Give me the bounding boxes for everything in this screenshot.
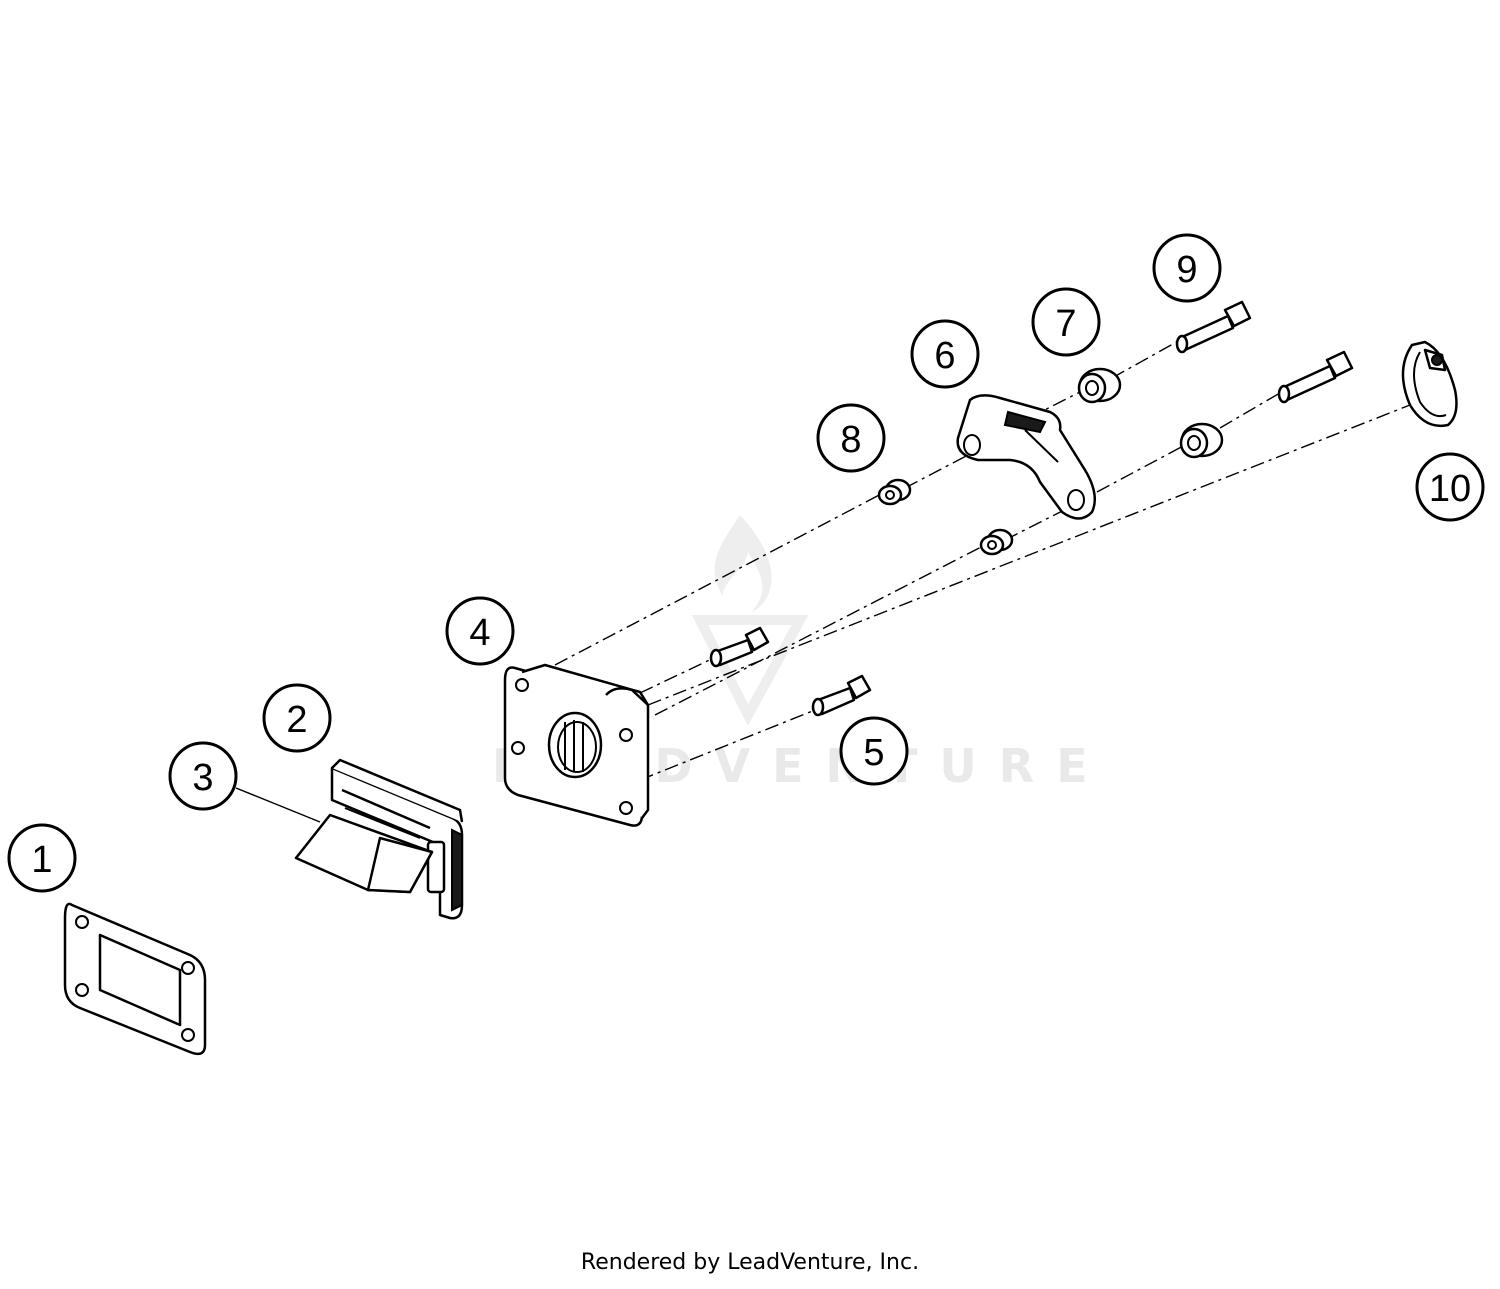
callout-1: 1 xyxy=(7,823,77,893)
reed-valve-block xyxy=(330,758,464,920)
callout-9: 9 xyxy=(1152,233,1222,303)
svg-text:7: 7 xyxy=(1055,303,1076,345)
svg-text:8: 8 xyxy=(840,419,861,461)
reed-petal xyxy=(294,807,434,894)
gasket xyxy=(63,902,207,1056)
callout-4: 4 xyxy=(445,596,515,666)
callout-7: 7 xyxy=(1031,287,1101,357)
callout-2: 2 xyxy=(262,683,332,753)
callout-6: 6 xyxy=(910,319,980,389)
grommet-lower xyxy=(1179,422,1224,459)
bolt-lower xyxy=(811,674,872,717)
bolt-upper xyxy=(709,626,770,668)
svg-text:1: 1 xyxy=(31,839,52,881)
callout-5: 5 xyxy=(839,716,909,786)
svg-text:3: 3 xyxy=(192,757,213,799)
bushing-upper xyxy=(877,478,912,506)
svg-text:10: 10 xyxy=(1429,468,1471,510)
hose-clamp xyxy=(1401,340,1458,428)
leader-lines xyxy=(235,339,1411,823)
svg-text:4: 4 xyxy=(469,612,490,654)
intake-manifold xyxy=(503,663,650,827)
svg-text:5: 5 xyxy=(863,732,884,774)
bracket-bolt-lower xyxy=(1277,350,1354,404)
svg-text:9: 9 xyxy=(1176,249,1197,291)
callout-3: 3 xyxy=(168,741,238,811)
grommet-upper xyxy=(1077,367,1122,404)
leader-3 xyxy=(235,787,321,823)
bushing-lower xyxy=(979,528,1014,556)
svg-text:2: 2 xyxy=(286,699,307,741)
mounting-bracket xyxy=(956,394,1097,520)
callout-10: 10 xyxy=(1415,452,1485,522)
svg-text:6: 6 xyxy=(934,335,955,377)
bracket-bolt-upper xyxy=(1175,300,1252,354)
callout-8: 8 xyxy=(816,403,886,473)
watermark-logo xyxy=(691,515,809,726)
credit-text: Rendered by LeadVenture, Inc. xyxy=(580,1250,920,1275)
